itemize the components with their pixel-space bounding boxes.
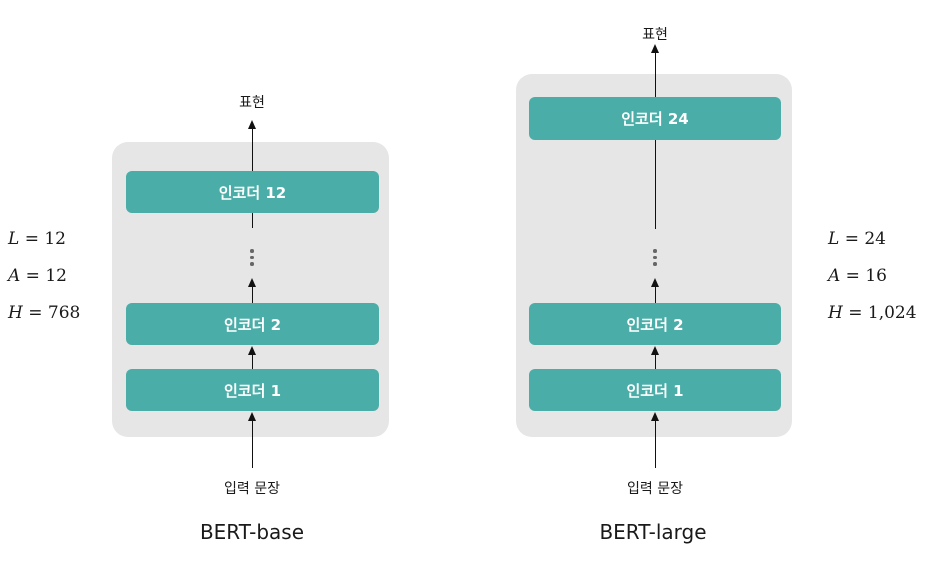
base-output-label: 표현 xyxy=(239,95,265,111)
large-param-A: A = 16 xyxy=(828,266,887,286)
large-param-L: L = 24 xyxy=(828,229,886,249)
large-input-arrow-line xyxy=(654,419,656,468)
large-arrowhead-to-dots xyxy=(650,278,659,287)
base-encoder-1: 인코더 1 xyxy=(126,369,379,411)
base-encoder-2: 인코더 2 xyxy=(126,303,379,345)
base-arrowhead-to-dots xyxy=(247,278,256,287)
base-line-1-to-2 xyxy=(251,352,253,369)
large-encoder-1: 인코더 1 xyxy=(529,369,781,411)
large-line-encoder24-gap xyxy=(654,140,656,229)
base-input-label: 입력 문장 xyxy=(224,481,280,497)
large-output-label: 표현 xyxy=(642,27,668,43)
large-param-H: H = 1,024 xyxy=(828,303,917,323)
base-input-arrow-line xyxy=(251,419,253,468)
base-caption: BERT-base xyxy=(199,520,305,544)
large-line-1-to-2 xyxy=(654,352,656,369)
large-encoder-2: 인코더 2 xyxy=(529,303,781,345)
large-input-label: 입력 문장 xyxy=(627,481,683,497)
large-encoder-24: 인코더 24 xyxy=(529,97,781,140)
large-caption: BERT-large xyxy=(599,520,707,544)
base-line-to-dots xyxy=(251,283,253,303)
base-line-encoder12-gap xyxy=(251,213,253,228)
large-ellipsis xyxy=(652,249,658,269)
base-output-arrow-line xyxy=(251,128,253,172)
base-ellipsis xyxy=(249,249,255,269)
base-arrowhead-1-to-2 xyxy=(247,346,256,355)
large-line-to-dots xyxy=(654,283,656,303)
base-param-H: H = 768 xyxy=(8,303,81,323)
base-param-L: L = 12 xyxy=(8,229,66,249)
base-input-arrowhead xyxy=(247,412,256,421)
large-output-arrow-line xyxy=(654,51,656,97)
base-output-arrowhead xyxy=(247,120,256,129)
large-output-arrowhead xyxy=(650,44,659,53)
large-input-arrowhead xyxy=(650,412,659,421)
large-arrowhead-1-to-2 xyxy=(650,346,659,355)
base-param-A: A = 12 xyxy=(8,266,67,286)
base-encoder-12: 인코더 12 xyxy=(126,171,379,213)
